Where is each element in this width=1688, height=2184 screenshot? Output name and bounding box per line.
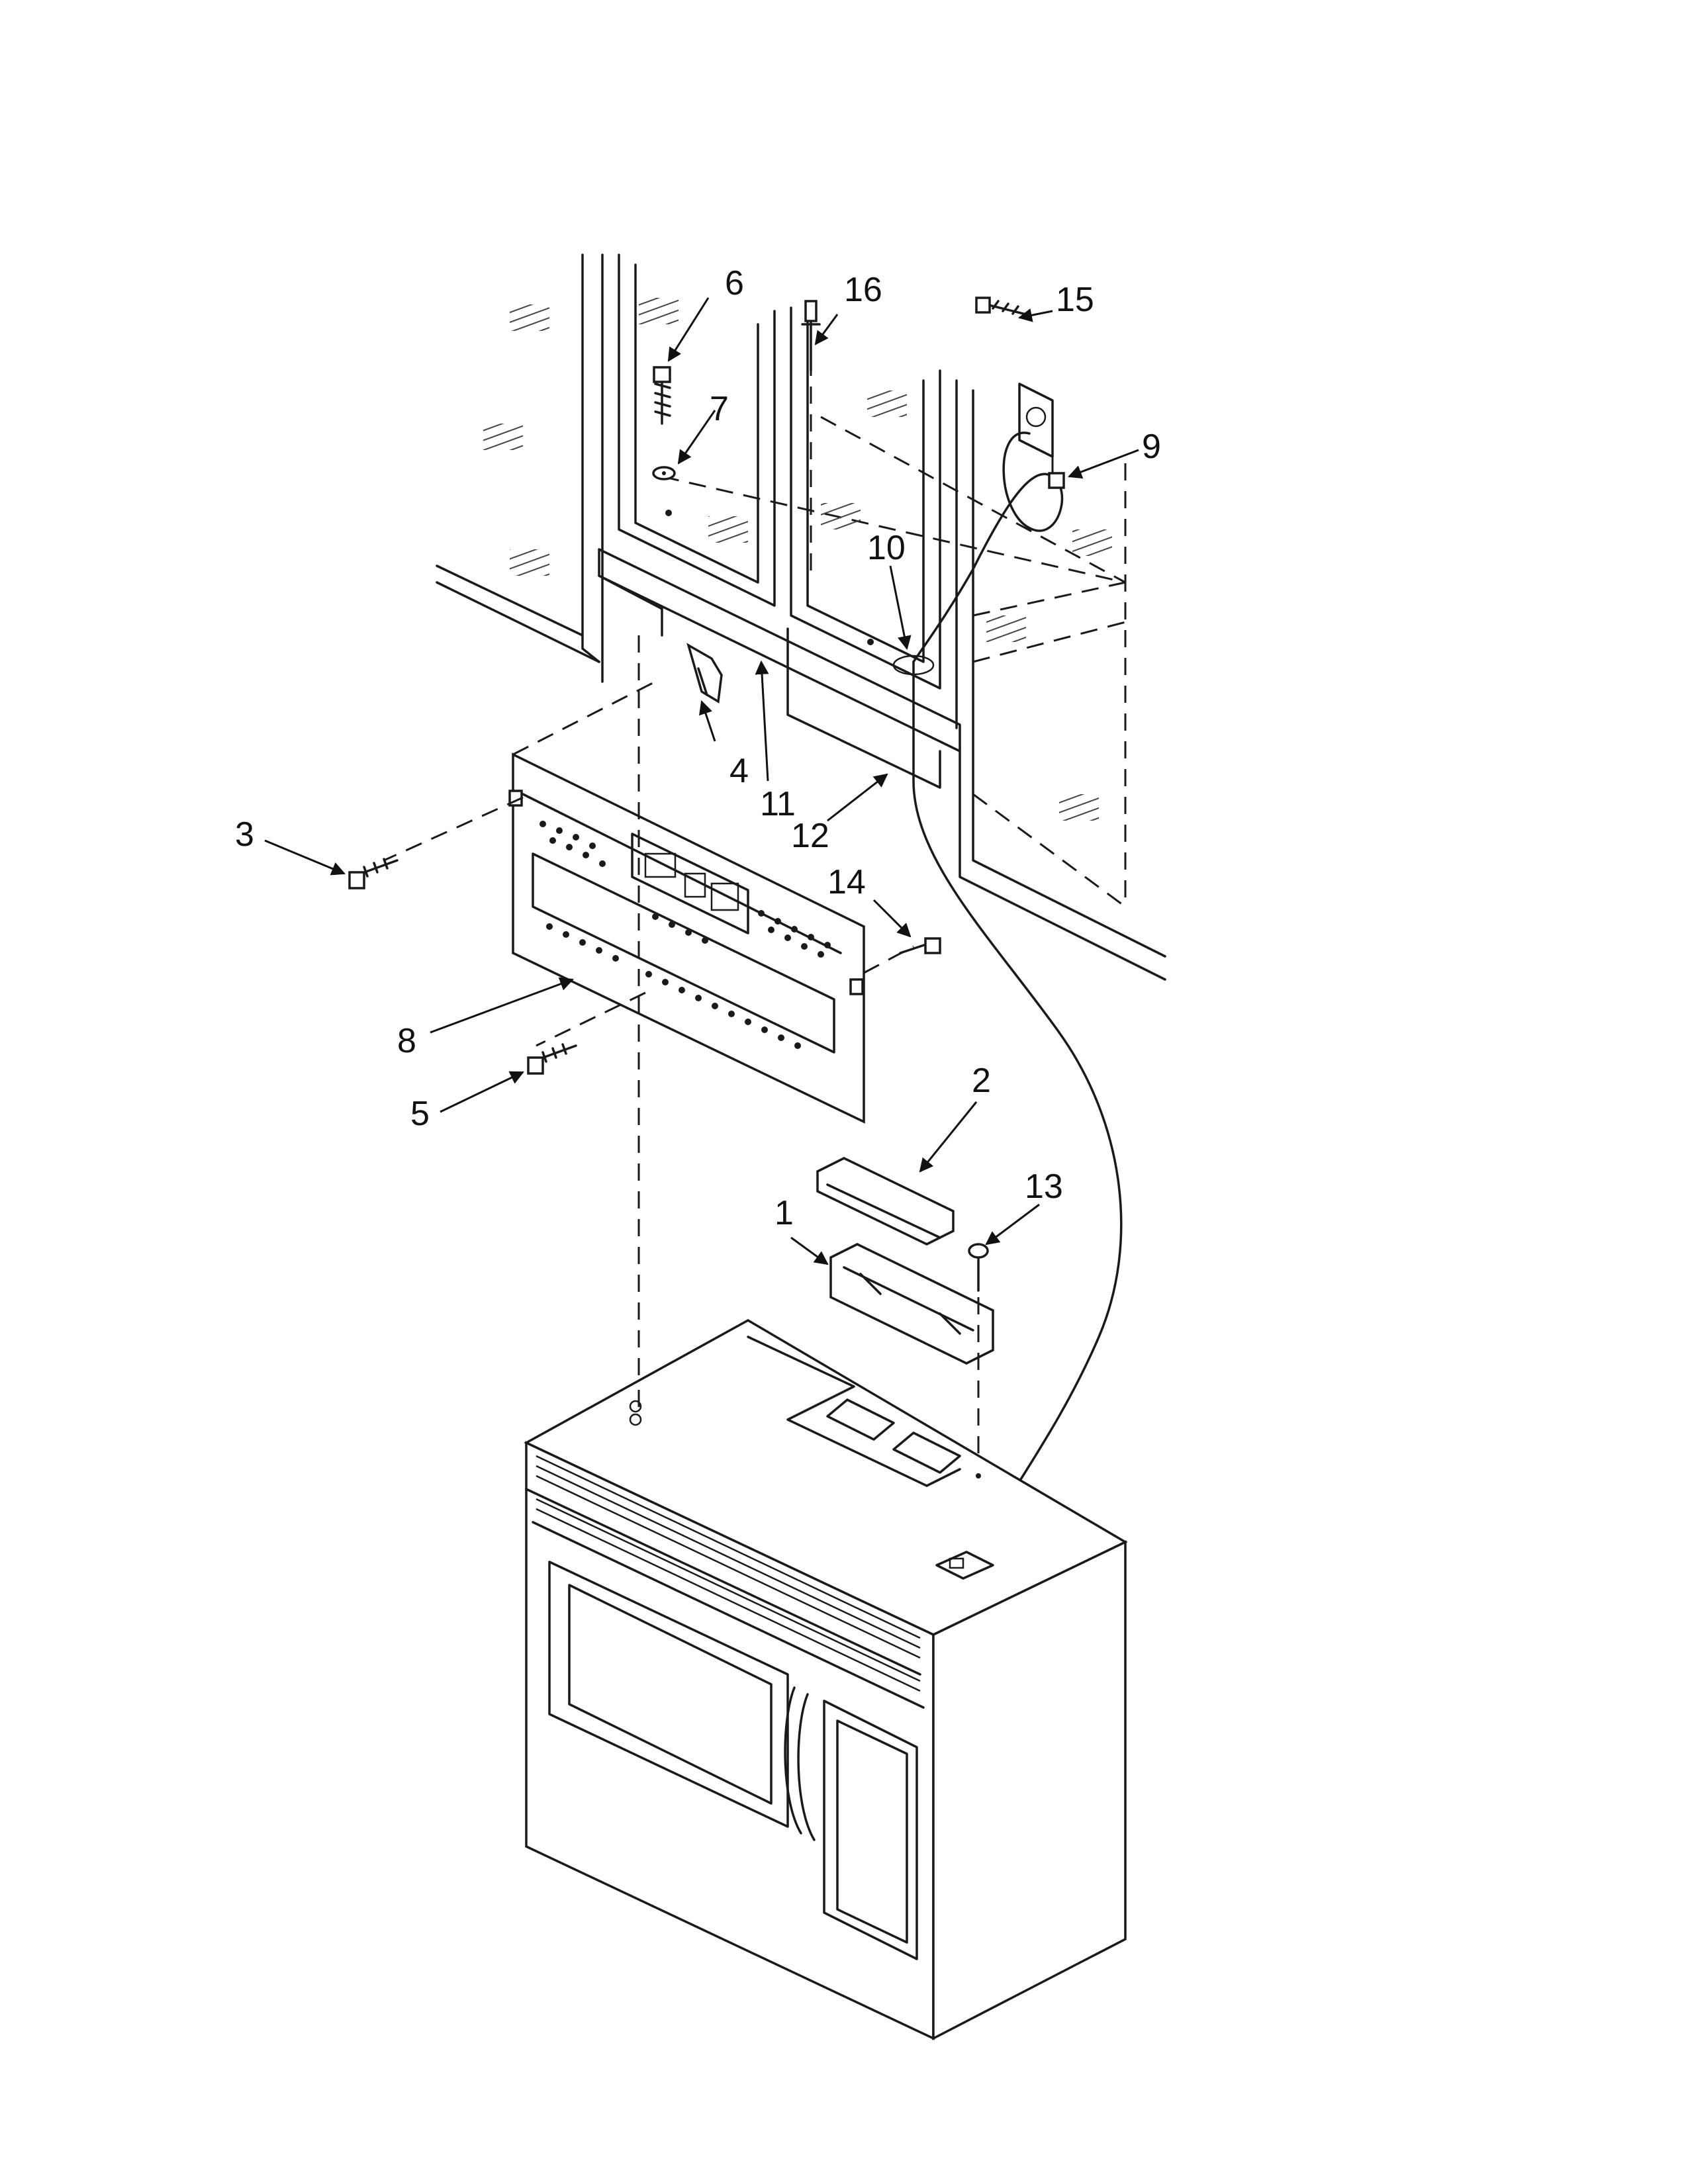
callout-16: 16	[844, 271, 882, 309]
bolt-6	[653, 366, 671, 425]
callout-6: 6	[725, 264, 744, 302]
wall-cabinets	[436, 253, 1166, 1550]
callout-7: 7	[710, 390, 729, 428]
damper-part-2	[816, 1157, 955, 1246]
callout-8: 8	[397, 1022, 416, 1060]
callout-4: 4	[729, 752, 749, 790]
hinge-clip-4	[686, 643, 723, 704]
leader-lines	[264, 297, 1139, 1265]
callout-9: 9	[1142, 428, 1161, 466]
screw-15	[975, 296, 1027, 316]
callout-15: 15	[1056, 281, 1094, 319]
exhaust-adapter-1	[829, 1243, 994, 1365]
mounting-plate-8	[508, 752, 865, 1124]
callout-10: 10	[867, 529, 906, 567]
microwave-oven	[524, 1318, 1128, 2040]
callout-12: 12	[791, 817, 829, 855]
screw-13	[968, 1243, 989, 1292]
callout-5: 5	[410, 1095, 430, 1133]
callout-13: 13	[1025, 1167, 1063, 1206]
washer-7	[652, 466, 676, 480]
callout-labels: 1 2 3 4 5 6 7 8 9 10 11 12 13 14 15 16	[235, 264, 1161, 1232]
callout-1: 1	[774, 1194, 794, 1232]
screw-14	[899, 937, 941, 954]
callout-14: 14	[827, 863, 866, 901]
screw-5	[527, 1043, 577, 1075]
screw-3	[348, 858, 399, 889]
callout-3: 3	[235, 815, 254, 854]
callout-2: 2	[972, 1062, 991, 1100]
callout-11: 11	[760, 785, 796, 823]
